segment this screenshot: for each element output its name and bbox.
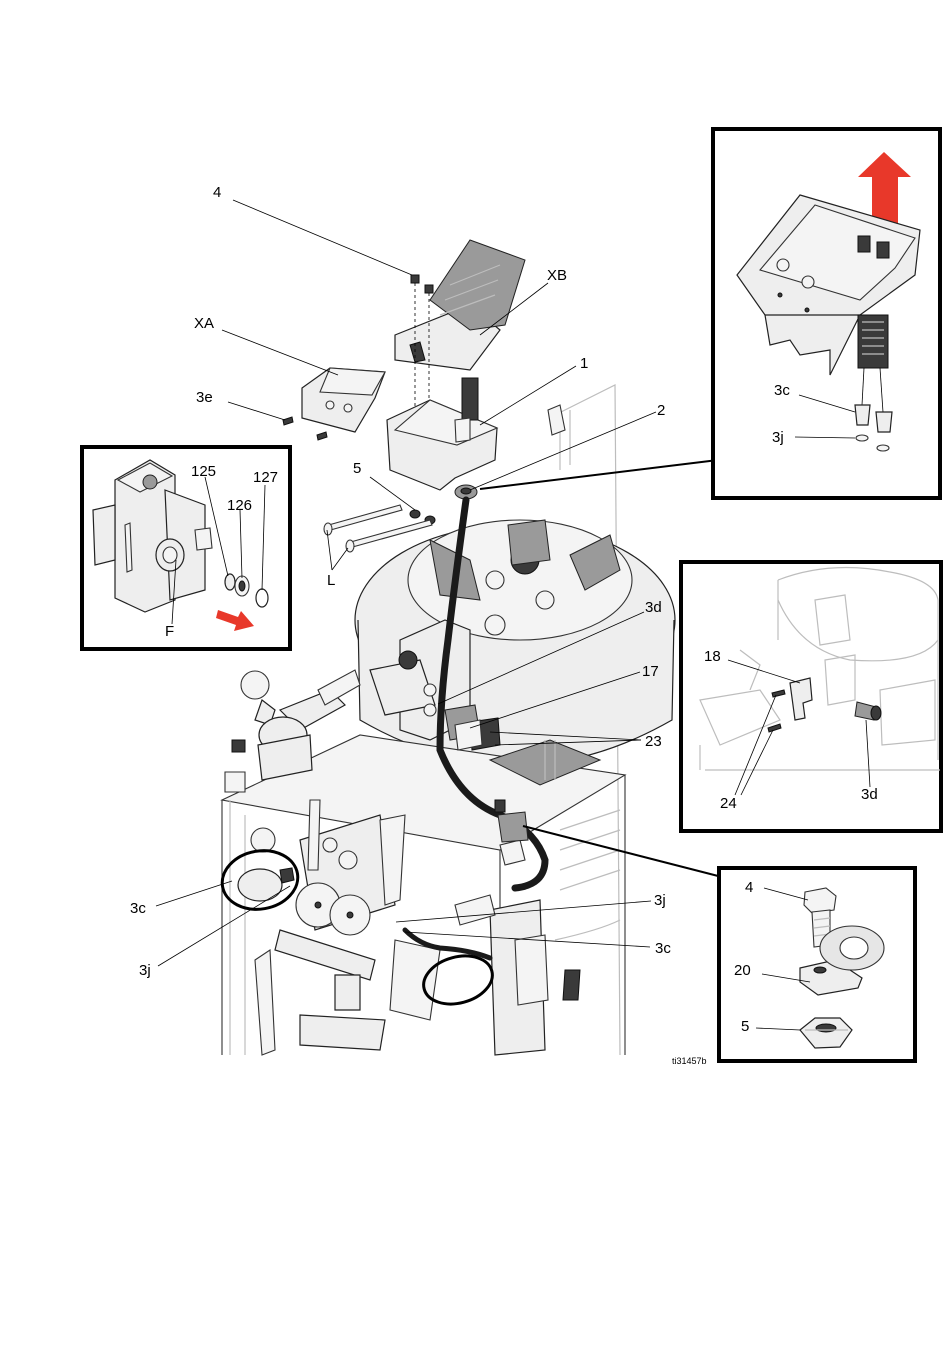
figure-id: ti31457b xyxy=(672,1056,707,1066)
callout-3d-midright: 3d xyxy=(861,786,878,803)
callout-xb: XB xyxy=(547,267,567,284)
callout-127: 127 xyxy=(253,469,278,486)
inset-f: 125 127 126 F xyxy=(82,447,290,649)
callout-20: 20 xyxy=(734,962,751,979)
inset-bottom-right: 4 20 5 xyxy=(719,868,915,1061)
callout-3j-right: 3j xyxy=(654,892,666,909)
callout-3e: 3e xyxy=(196,389,213,406)
inset-top-right: 3c 3j xyxy=(713,129,940,498)
callout-5-bottomright: 5 xyxy=(741,1018,749,1035)
callout-4: 4 xyxy=(213,184,221,201)
callout-3d: 3d xyxy=(645,599,662,616)
exploded-parts xyxy=(283,240,525,552)
callout-3j-topright: 3j xyxy=(772,429,784,446)
callout-f: F xyxy=(165,623,174,640)
callout-5: 5 xyxy=(353,460,361,477)
callout-1: 1 xyxy=(580,355,588,372)
callout-l: L xyxy=(327,572,335,589)
callout-24: 24 xyxy=(720,795,737,812)
callout-23: 23 xyxy=(645,733,662,750)
callout-3c-left: 3c xyxy=(130,900,146,917)
callout-3j-left: 3j xyxy=(139,962,151,979)
callout-2: 2 xyxy=(657,402,665,419)
callout-18: 18 xyxy=(704,648,721,665)
callout-125: 125 xyxy=(191,463,216,480)
callout-3c-topright: 3c xyxy=(774,382,790,399)
inset-mid-right: 18 24 3d xyxy=(681,562,941,831)
callout-xa: XA xyxy=(194,315,214,332)
callout-3c-right: 3c xyxy=(655,940,671,957)
callout-4-bottomright: 4 xyxy=(745,879,753,896)
callout-126: 126 xyxy=(227,497,252,514)
callout-17: 17 xyxy=(642,663,659,680)
